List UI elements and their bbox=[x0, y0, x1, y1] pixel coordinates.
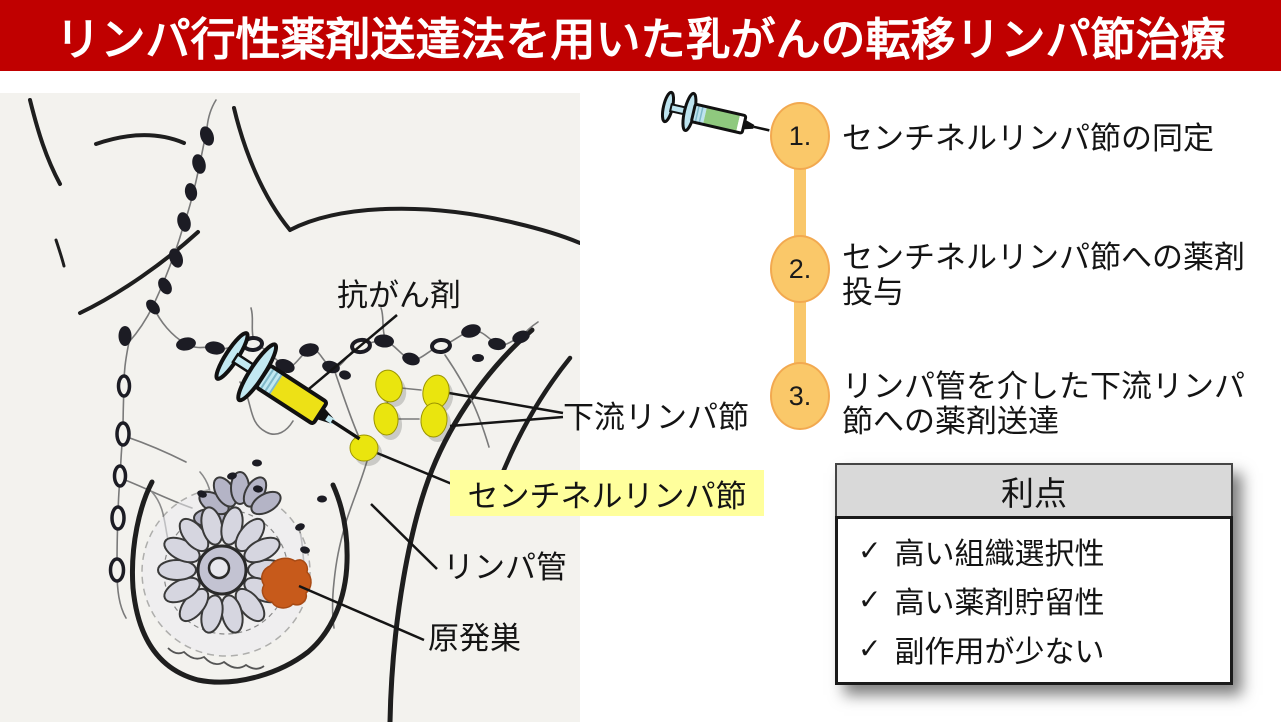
breast-drawing bbox=[129, 471, 350, 685]
page-title: リンパ行性薬剤送達法を用いた乳がんの転移リンパ節治療 bbox=[55, 14, 1226, 65]
advantage-item: ✓ 高い薬剤貯留性 bbox=[858, 575, 1220, 624]
label-downstream-lymph-nodes: 下流リンパ節 bbox=[563, 400, 749, 435]
sentinel-node-shape bbox=[349, 434, 379, 462]
advantages-box: 利点 ✓ 高い組織選択性 ✓ 高い薬剤貯留性 ✓ 副作用が少ない bbox=[835, 463, 1233, 685]
title-banner: リンパ行性薬剤送達法を用いた乳がんの転移リンパ節治療 bbox=[0, 0, 1281, 71]
advantage-text: 副作用が少ない bbox=[894, 635, 1105, 669]
leader-lines bbox=[296, 314, 564, 642]
label-primary-tumor: 原発巣 bbox=[428, 621, 521, 656]
sentinel-label-text: センチネルリンパ節 bbox=[467, 478, 747, 514]
step-circle-3: 3. bbox=[770, 362, 830, 430]
left-chain-lymph-nodes bbox=[108, 374, 132, 583]
checkmark-icon: ✓ bbox=[858, 633, 882, 664]
advantage-item: ✓ 高い組織選択性 bbox=[858, 526, 1220, 575]
label-sentinel-lymph-node-highlighted: センチネルリンパ節 bbox=[450, 470, 764, 516]
syringe-icon bbox=[660, 90, 770, 135]
step-number-1: 1. bbox=[788, 120, 812, 151]
step-number-2: 2. bbox=[788, 253, 812, 284]
checkmark-icon: ✓ bbox=[858, 535, 882, 566]
breast-lymphatic-drawing bbox=[0, 93, 580, 722]
step-text-2: センチネルリンパ節への薬剤投与 bbox=[842, 240, 1245, 310]
step-number-3: 3. bbox=[788, 380, 812, 411]
advantage-text: 高い薬剤貯留性 bbox=[894, 586, 1105, 620]
advantage-item: ✓ 副作用が少ない bbox=[858, 624, 1220, 673]
step-circle-1: 1. bbox=[770, 102, 830, 170]
injection-syringe-icon bbox=[214, 331, 361, 441]
advantages-list: ✓ 高い組織選択性 ✓ 高い薬剤貯留性 ✓ 副作用が少ない bbox=[835, 516, 1233, 685]
drug-filled-nodes bbox=[349, 369, 454, 466]
advantages-header: 利点 bbox=[835, 463, 1233, 516]
primary-tumor-blob bbox=[261, 557, 312, 609]
checkmark-icon: ✓ bbox=[858, 584, 882, 615]
advantages-title: 利点 bbox=[1001, 474, 1067, 512]
breast-small-nodes bbox=[197, 459, 327, 554]
step-text-1: センチネルリンパ節の同定 bbox=[842, 121, 1214, 156]
anatomy-illustration bbox=[0, 93, 580, 722]
label-lymph-vessel: リンパ管 bbox=[443, 550, 567, 585]
label-anticancer-drug: 抗がん剤 bbox=[337, 278, 461, 313]
step-circle-2: 2. bbox=[770, 235, 830, 303]
step-text-3: リンパ管を介した下流リンパ節への薬剤送達 bbox=[842, 369, 1245, 439]
advantage-text: 高い組織選択性 bbox=[894, 537, 1105, 571]
neck-lymph-nodes bbox=[118, 126, 215, 346]
gland-rosette bbox=[157, 506, 287, 634]
